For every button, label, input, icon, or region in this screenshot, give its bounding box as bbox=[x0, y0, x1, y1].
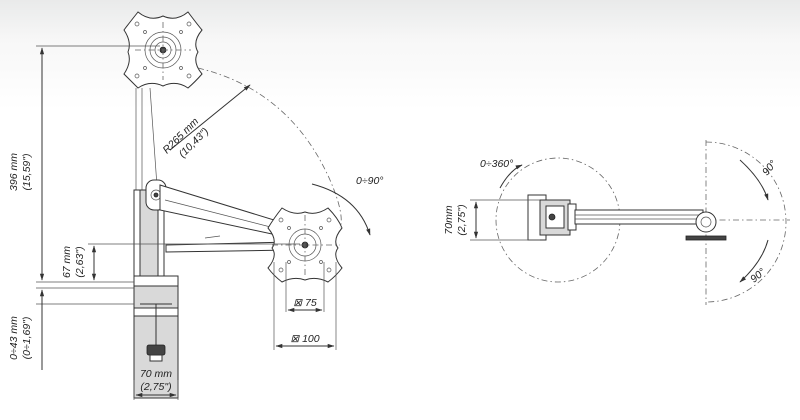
vesa-100-label: ⊠ 100 bbox=[290, 333, 319, 345]
top-pole bbox=[685, 211, 727, 241]
base-width-label-in: (2,75") bbox=[140, 381, 171, 393]
dimension-lines-side bbox=[36, 45, 337, 400]
swivel-upper-label: 90° bbox=[760, 158, 779, 178]
top-width-label-in: (2,75") bbox=[456, 204, 468, 235]
top-view bbox=[470, 140, 790, 305]
rotation-label: 0÷360° bbox=[480, 158, 513, 170]
dimension-lines-top bbox=[470, 199, 540, 241]
clamp-label-mm: 0÷43 mm bbox=[8, 316, 20, 360]
tilt-label: 0÷90° bbox=[356, 175, 383, 187]
vesa-plate-raised bbox=[123, 11, 203, 89]
top-arm bbox=[574, 209, 704, 225]
swivel-down-arrow bbox=[739, 239, 769, 283]
swivel-up-arrow bbox=[739, 159, 769, 201]
vesa-75-label: ⊠ 75 bbox=[293, 297, 317, 309]
top-plate bbox=[527, 194, 577, 241]
swivel-arc bbox=[705, 141, 787, 303]
base-width-label-mm: 70 mm bbox=[140, 368, 172, 380]
top-width-label-mm: 70mm bbox=[443, 205, 455, 234]
offset-label-mm: 67 mm bbox=[61, 246, 73, 278]
height-label-in: (15,59") bbox=[21, 154, 33, 191]
radius-arc bbox=[197, 67, 342, 229]
height-label-mm: 396 mm bbox=[8, 153, 20, 191]
clamp-label-in: (0÷1,69") bbox=[21, 317, 33, 360]
offset-label-in: (2,63") bbox=[74, 246, 86, 277]
swivel-lower-label: 90° bbox=[748, 266, 768, 285]
rotation-arrow bbox=[499, 164, 523, 189]
tilt-arc bbox=[311, 183, 371, 236]
side-view bbox=[36, 11, 371, 400]
pole bbox=[133, 179, 167, 279]
desk-clamp bbox=[133, 275, 179, 399]
vesa-plate-lowered bbox=[267, 207, 343, 283]
radius-arrow bbox=[169, 84, 251, 151]
